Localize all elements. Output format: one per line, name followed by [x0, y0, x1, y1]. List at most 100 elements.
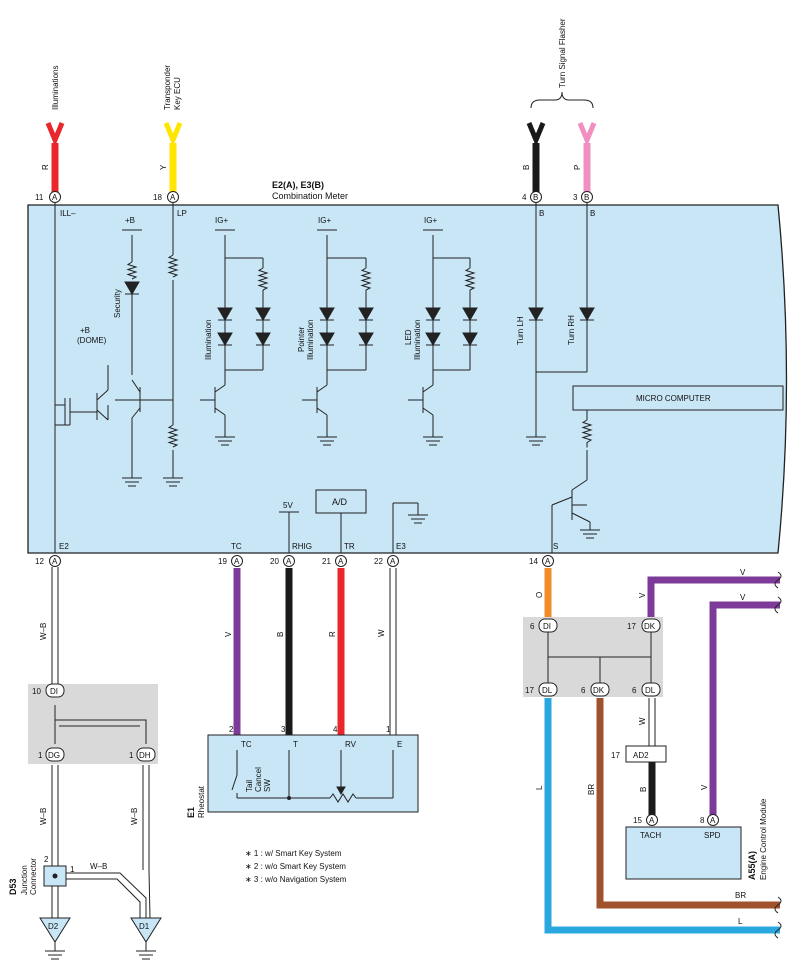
micro-computer-label: MICRO COMPUTER — [636, 394, 711, 403]
v-label-right-1: V — [740, 568, 746, 577]
ecm-tach-pin: 15 — [633, 816, 642, 825]
svg-text:A: A — [52, 193, 58, 202]
ecm-tach-conn: A — [649, 816, 655, 825]
wire-color-r-top: R — [41, 164, 50, 170]
wire-white-dl — [648, 698, 656, 746]
w-label-e3: W — [377, 629, 386, 637]
jr-pin-6b: 6 — [581, 686, 586, 695]
dest-key-ecu: Key ECU — [173, 77, 182, 110]
jl-pin-10: 10 — [32, 687, 41, 696]
flasher-brace — [530, 91, 594, 109]
label-e3: E3 — [396, 542, 406, 551]
jr-conn-dl-l: DL — [542, 686, 553, 695]
top-connector-4: B 4 — [522, 191, 542, 203]
meter-title: E2(A), E3(B) — [272, 180, 324, 190]
wire-brown-br — [596, 698, 780, 909]
dome-label: (DOME) — [77, 336, 107, 345]
ground-d2 — [39, 917, 71, 960]
rh-pin-3: 3 — [281, 725, 286, 734]
conn-a-21: A — [338, 557, 344, 566]
ecm-tach-label: TACH — [640, 831, 661, 840]
jl-pin-1b: 1 — [129, 751, 134, 760]
combination-meter-box — [27, 204, 788, 554]
rh-sw-sw: SW — [263, 779, 272, 792]
ad2-label: AD2 — [633, 751, 649, 760]
rh-id: E1 — [186, 807, 196, 818]
ad2-pin: 17 — [611, 751, 620, 760]
ground-d2-label: D2 — [48, 922, 59, 931]
svg-text:B: B — [584, 193, 589, 202]
wire-violet-spd — [709, 601, 780, 820]
conn-a-14: A — [545, 557, 551, 566]
plusb-label: +B — [125, 216, 135, 225]
rh-t: T — [293, 740, 298, 749]
jr-pin-17b: 17 — [525, 686, 534, 695]
br-label-2: BR — [735, 891, 746, 900]
led-illum-label: Illumination — [413, 320, 422, 360]
igplus-label-2: IG+ — [318, 216, 331, 225]
arrow-pink-icon — [577, 122, 597, 147]
conn-a-19: A — [234, 557, 240, 566]
top-connector-18: A 18 — [153, 191, 179, 203]
d53-pin-1: 1 — [70, 865, 75, 874]
conn-a-20: A — [286, 557, 292, 566]
rh-name: Rheostat — [197, 785, 206, 818]
arrow-red-icon — [45, 122, 65, 147]
d53-name1: Junction — [20, 865, 29, 895]
jr-conn-dl-r: DL — [645, 686, 656, 695]
internal-circuits — [54, 203, 591, 553]
wb-label-1: W–B — [39, 623, 48, 640]
label-tc: TC — [231, 542, 242, 551]
ad-label: A/D — [332, 497, 348, 507]
igplus-label-3: IG+ — [424, 216, 437, 225]
dest-illuminations: Illuminations — [51, 66, 60, 110]
wb-label-3: W–B — [130, 808, 139, 825]
ecm-spd-label: SPD — [704, 831, 721, 840]
rh-e: E — [397, 740, 402, 749]
label-b-3: B — [590, 209, 595, 218]
label-tr: TR — [344, 542, 355, 551]
jl-conn-dg: DG — [48, 751, 60, 760]
wire-color-p-top: P — [573, 165, 582, 170]
illumination-label: Illumination — [204, 320, 213, 360]
br-label-1: BR — [587, 784, 596, 795]
junction-left-lines — [54, 705, 147, 744]
dest-transponder: Transponder — [163, 65, 172, 110]
rh-pin-4: 4 — [333, 725, 338, 734]
v-label-tc: V — [224, 631, 233, 637]
pin-11: 11 — [35, 193, 44, 202]
jl-conn-dh: DH — [139, 751, 151, 760]
meter-subtitle: Combination Meter — [272, 191, 348, 201]
pin-22: 22 — [374, 557, 383, 566]
l-label-2: L — [738, 917, 743, 926]
rh-pin-2: 2 — [229, 725, 234, 734]
turn-signal-flasher-label: Turn Signal Flasher — [558, 18, 567, 88]
pin-4: 4 — [522, 193, 527, 202]
wire-blue-l — [544, 698, 780, 934]
ecm-name: Engine Control Module — [759, 798, 768, 880]
turn-lh-label: Turn LH — [516, 316, 525, 345]
rh-sw-tail: Tail — [245, 780, 254, 792]
ecm-spd-conn: A — [710, 816, 716, 825]
wire-violet-dk — [647, 576, 780, 618]
wb-label-4: W–B — [90, 862, 107, 871]
conn-a-22: A — [390, 557, 396, 566]
pin-3: 3 — [573, 193, 578, 202]
v-label-right-2: V — [740, 593, 746, 602]
pointer-label: Pointer — [297, 326, 306, 352]
b-label-tach: B — [639, 787, 648, 792]
svg-text:A: A — [170, 193, 176, 202]
fivev-label: 5V — [283, 501, 293, 510]
jl-conn-di: DI — [50, 687, 58, 696]
rheostat-internal — [231, 750, 394, 803]
rheostat-node — [287, 796, 291, 800]
d53-id: D53 — [8, 878, 18, 895]
rheostat-box — [207, 734, 419, 813]
wire-white-e3 — [389, 568, 397, 735]
bottom-connectors — [49, 555, 554, 567]
pointer-illum-label: Illumination — [306, 320, 315, 360]
ad2-box — [625, 745, 667, 763]
ground-d1-label: D1 — [139, 922, 150, 931]
ecm-box — [625, 826, 742, 880]
